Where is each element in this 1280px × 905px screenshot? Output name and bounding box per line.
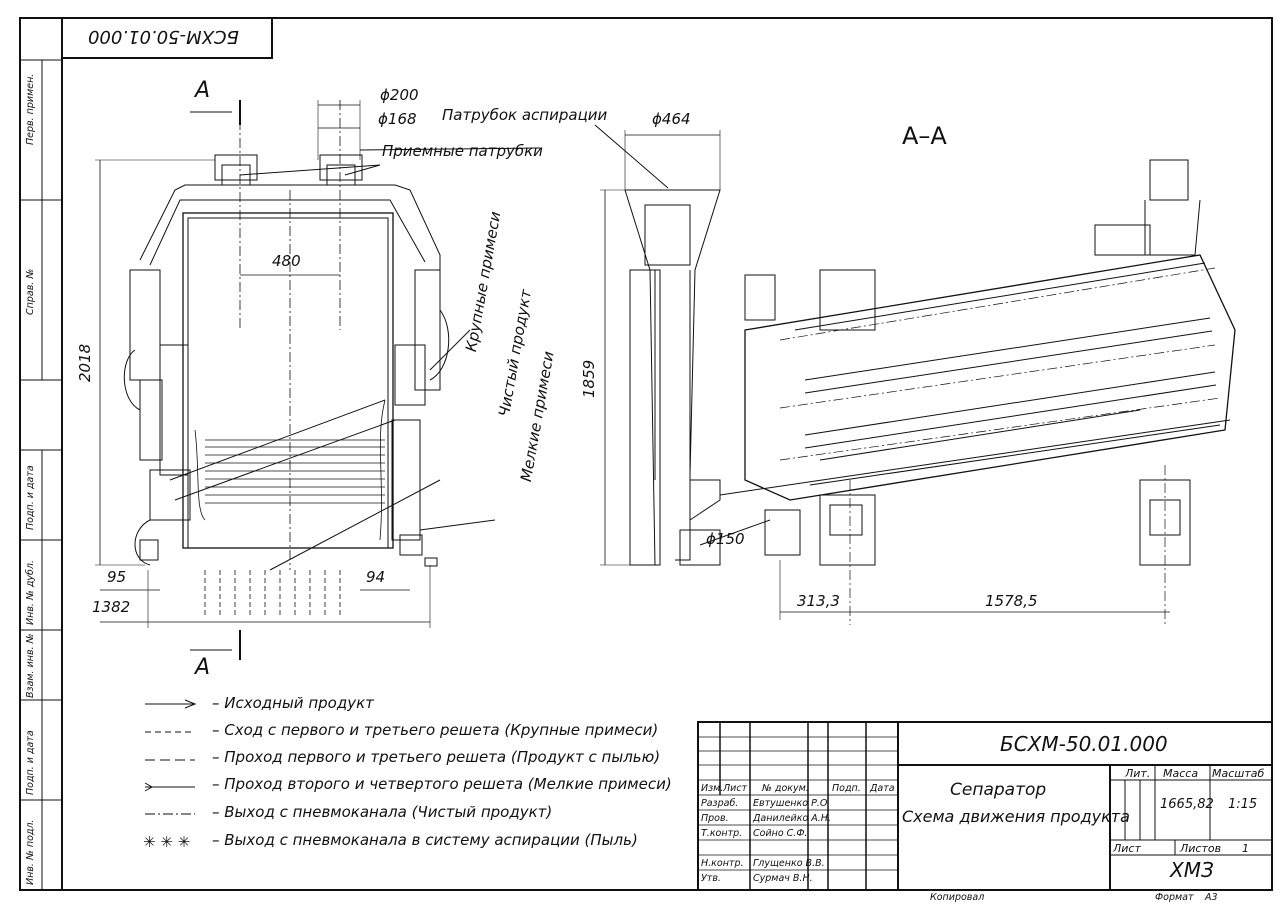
tb-h-sign: Подп. <box>832 783 861 794</box>
dim-95: 95 <box>107 568 127 586</box>
section-mark-bottom: А <box>195 655 211 680</box>
tb-copied: Копировал <box>930 892 985 903</box>
outer-frame <box>19 17 1273 891</box>
tb-role-prov: Пров. <box>701 813 729 824</box>
legend-item-dusty: – Проход первого и третьего решета (Прод… <box>212 748 661 766</box>
legend-item-source: – Исходный продукт <box>212 694 374 712</box>
dim-2018: 2018 <box>76 343 94 382</box>
tb-name-tkontr: Сойно С.Ф. <box>753 828 808 839</box>
strip-label-sprav: Справ. № <box>25 268 36 315</box>
tb-h-izm: Изм. <box>701 783 724 794</box>
dim-1578: 1578,5 <box>985 592 1038 610</box>
title-block-lines <box>697 721 1273 891</box>
tb-masshtab: Масштаб <box>1212 767 1265 780</box>
legend-item-dust: – Выход с пневмоканала в систему аспирац… <box>212 831 638 849</box>
dim-d168: ϕ168 <box>378 110 417 128</box>
label-inlets: Приемные патрубки <box>382 142 543 160</box>
tb-name-2: Схема движения продукта <box>902 807 1130 826</box>
tb-role-utv: Утв. <box>701 873 721 884</box>
dim-d200: ϕ200 <box>380 86 419 104</box>
legend-item-coarse: – Сход с первого и третьего решета (Круп… <box>212 721 659 739</box>
stamp-code: БСХМ-50.01.000 <box>88 26 239 47</box>
tb-format: Формат <box>1155 892 1194 903</box>
dim-d150: ϕ150 <box>706 530 745 548</box>
tb-org: ХМЗ <box>1170 858 1214 882</box>
tb-role-razrab: Разраб. <box>701 798 739 809</box>
tb-h-doc: № докум. <box>762 783 809 794</box>
label-aspiration: Патрубок аспирации <box>442 106 608 124</box>
dim-480: 480 <box>272 252 301 270</box>
dim-1382: 1382 <box>92 598 131 616</box>
tb-h-date: Дата <box>870 783 895 794</box>
strip-label-podp1: Подп. и дата <box>25 465 36 530</box>
tb-name-1: Сепаратор <box>950 780 1047 800</box>
dim-1859: 1859 <box>580 359 598 398</box>
legend-marker-dust: ✳ ✳ ✳ <box>143 833 191 851</box>
strip-label-inv-podl: Инв. № подл. <box>25 819 36 885</box>
tb-name-nkontr: Глущенко В.В. <box>753 858 825 869</box>
tb-role-nkontr: Н.контр. <box>701 858 744 869</box>
front-view <box>95 100 541 660</box>
tb-format-value: А3 <box>1205 892 1218 903</box>
section-mark-top: А <box>195 78 211 103</box>
tb-massa: Масса <box>1163 767 1199 780</box>
tb-sheets-value: 1 <box>1242 842 1249 855</box>
tb-name-utv: Сурмач В.Н. <box>753 873 813 884</box>
tb-name-prov: Данилейко А.Н. <box>753 813 831 824</box>
strip-label-vzam: Взам. инв. № <box>25 633 36 698</box>
dim-d464: ϕ464 <box>652 110 691 128</box>
legend-lines <box>144 699 197 815</box>
side-view <box>594 124 771 566</box>
dim-313: 313,3 <box>797 592 840 610</box>
tb-lit: Лит. <box>1125 767 1151 780</box>
tb-scale-value: 1:15 <box>1228 797 1258 812</box>
tb-h-list: Лист <box>723 783 748 794</box>
tb-sheet: Лист <box>1113 842 1141 855</box>
dim-94: 94 <box>366 568 386 586</box>
tb-role-tkontr: Т.контр. <box>701 828 743 839</box>
tb-name-razrab: Евтушенко Р.О <box>753 798 828 809</box>
strip-label-podp2: Подп. и дата <box>25 730 36 795</box>
section-title: А–А <box>902 122 947 150</box>
section-view <box>719 159 1236 625</box>
tb-massa-value: 1665,82 <box>1160 797 1214 812</box>
tb-sheets: Листов <box>1180 842 1222 855</box>
tb-code: БСХМ-50.01.000 <box>1000 732 1168 756</box>
strip-label-perv: Перв. примен. <box>25 73 36 145</box>
legend-item-fine: – Проход второго и четвертого решета (Ме… <box>212 775 672 793</box>
strip-label-inv-dubl: Инв. № дубл. <box>25 560 36 625</box>
legend-item-clean: – Выход с пневмоканала (Чистый продукт) <box>212 803 553 821</box>
